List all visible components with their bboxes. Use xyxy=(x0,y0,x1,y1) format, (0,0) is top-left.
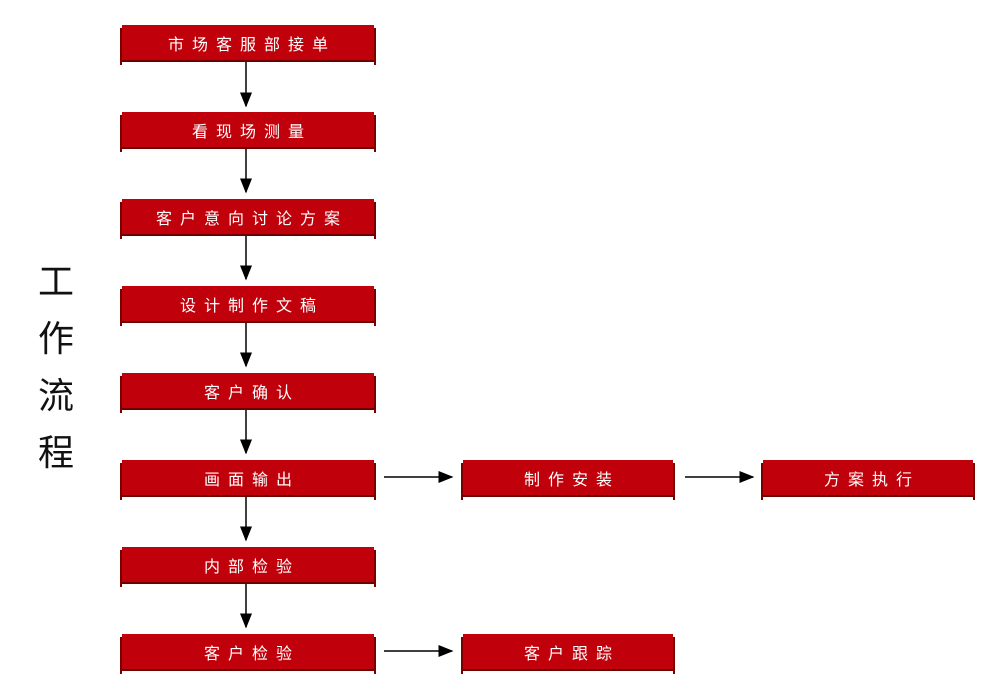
step-label-3: 客户意向讨论方案 xyxy=(120,199,376,239)
step-label-4: 设计制作文稿 xyxy=(120,286,376,326)
step-box-6: 画面输出 xyxy=(120,460,376,500)
branch-label-1: 制作安装 xyxy=(461,460,675,500)
step-label-6: 画面输出 xyxy=(120,460,376,500)
step-box-2: 看现场测量 xyxy=(120,112,376,152)
step-box-7: 内部检验 xyxy=(120,547,376,587)
branch-box-2: 方案执行 xyxy=(761,460,975,500)
step-box-8: 客户检验 xyxy=(120,634,376,674)
title-char-2: 作 xyxy=(37,319,74,360)
branch-box-3: 客户跟踪 xyxy=(461,634,675,674)
step-box-1: 市场客服部接单 xyxy=(120,25,376,65)
step-label-7: 内部检验 xyxy=(120,547,376,587)
diagram-title: 工 作 流 程 xyxy=(36,254,76,482)
title-char-4: 程 xyxy=(37,433,74,474)
branch-label-2: 方案执行 xyxy=(761,460,975,500)
title-char-3: 流 xyxy=(37,376,74,417)
step-label-5: 客户确认 xyxy=(120,373,376,413)
step-box-3: 客户意向讨论方案 xyxy=(120,199,376,239)
step-box-4: 设计制作文稿 xyxy=(120,286,376,326)
step-box-5: 客户确认 xyxy=(120,373,376,413)
step-label-2: 看现场测量 xyxy=(120,112,376,152)
branch-label-3: 客户跟踪 xyxy=(461,634,675,674)
title-char-1: 工 xyxy=(37,262,74,303)
step-label-1: 市场客服部接单 xyxy=(120,25,376,65)
branch-box-1: 制作安装 xyxy=(461,460,675,500)
step-label-8: 客户检验 xyxy=(120,634,376,674)
